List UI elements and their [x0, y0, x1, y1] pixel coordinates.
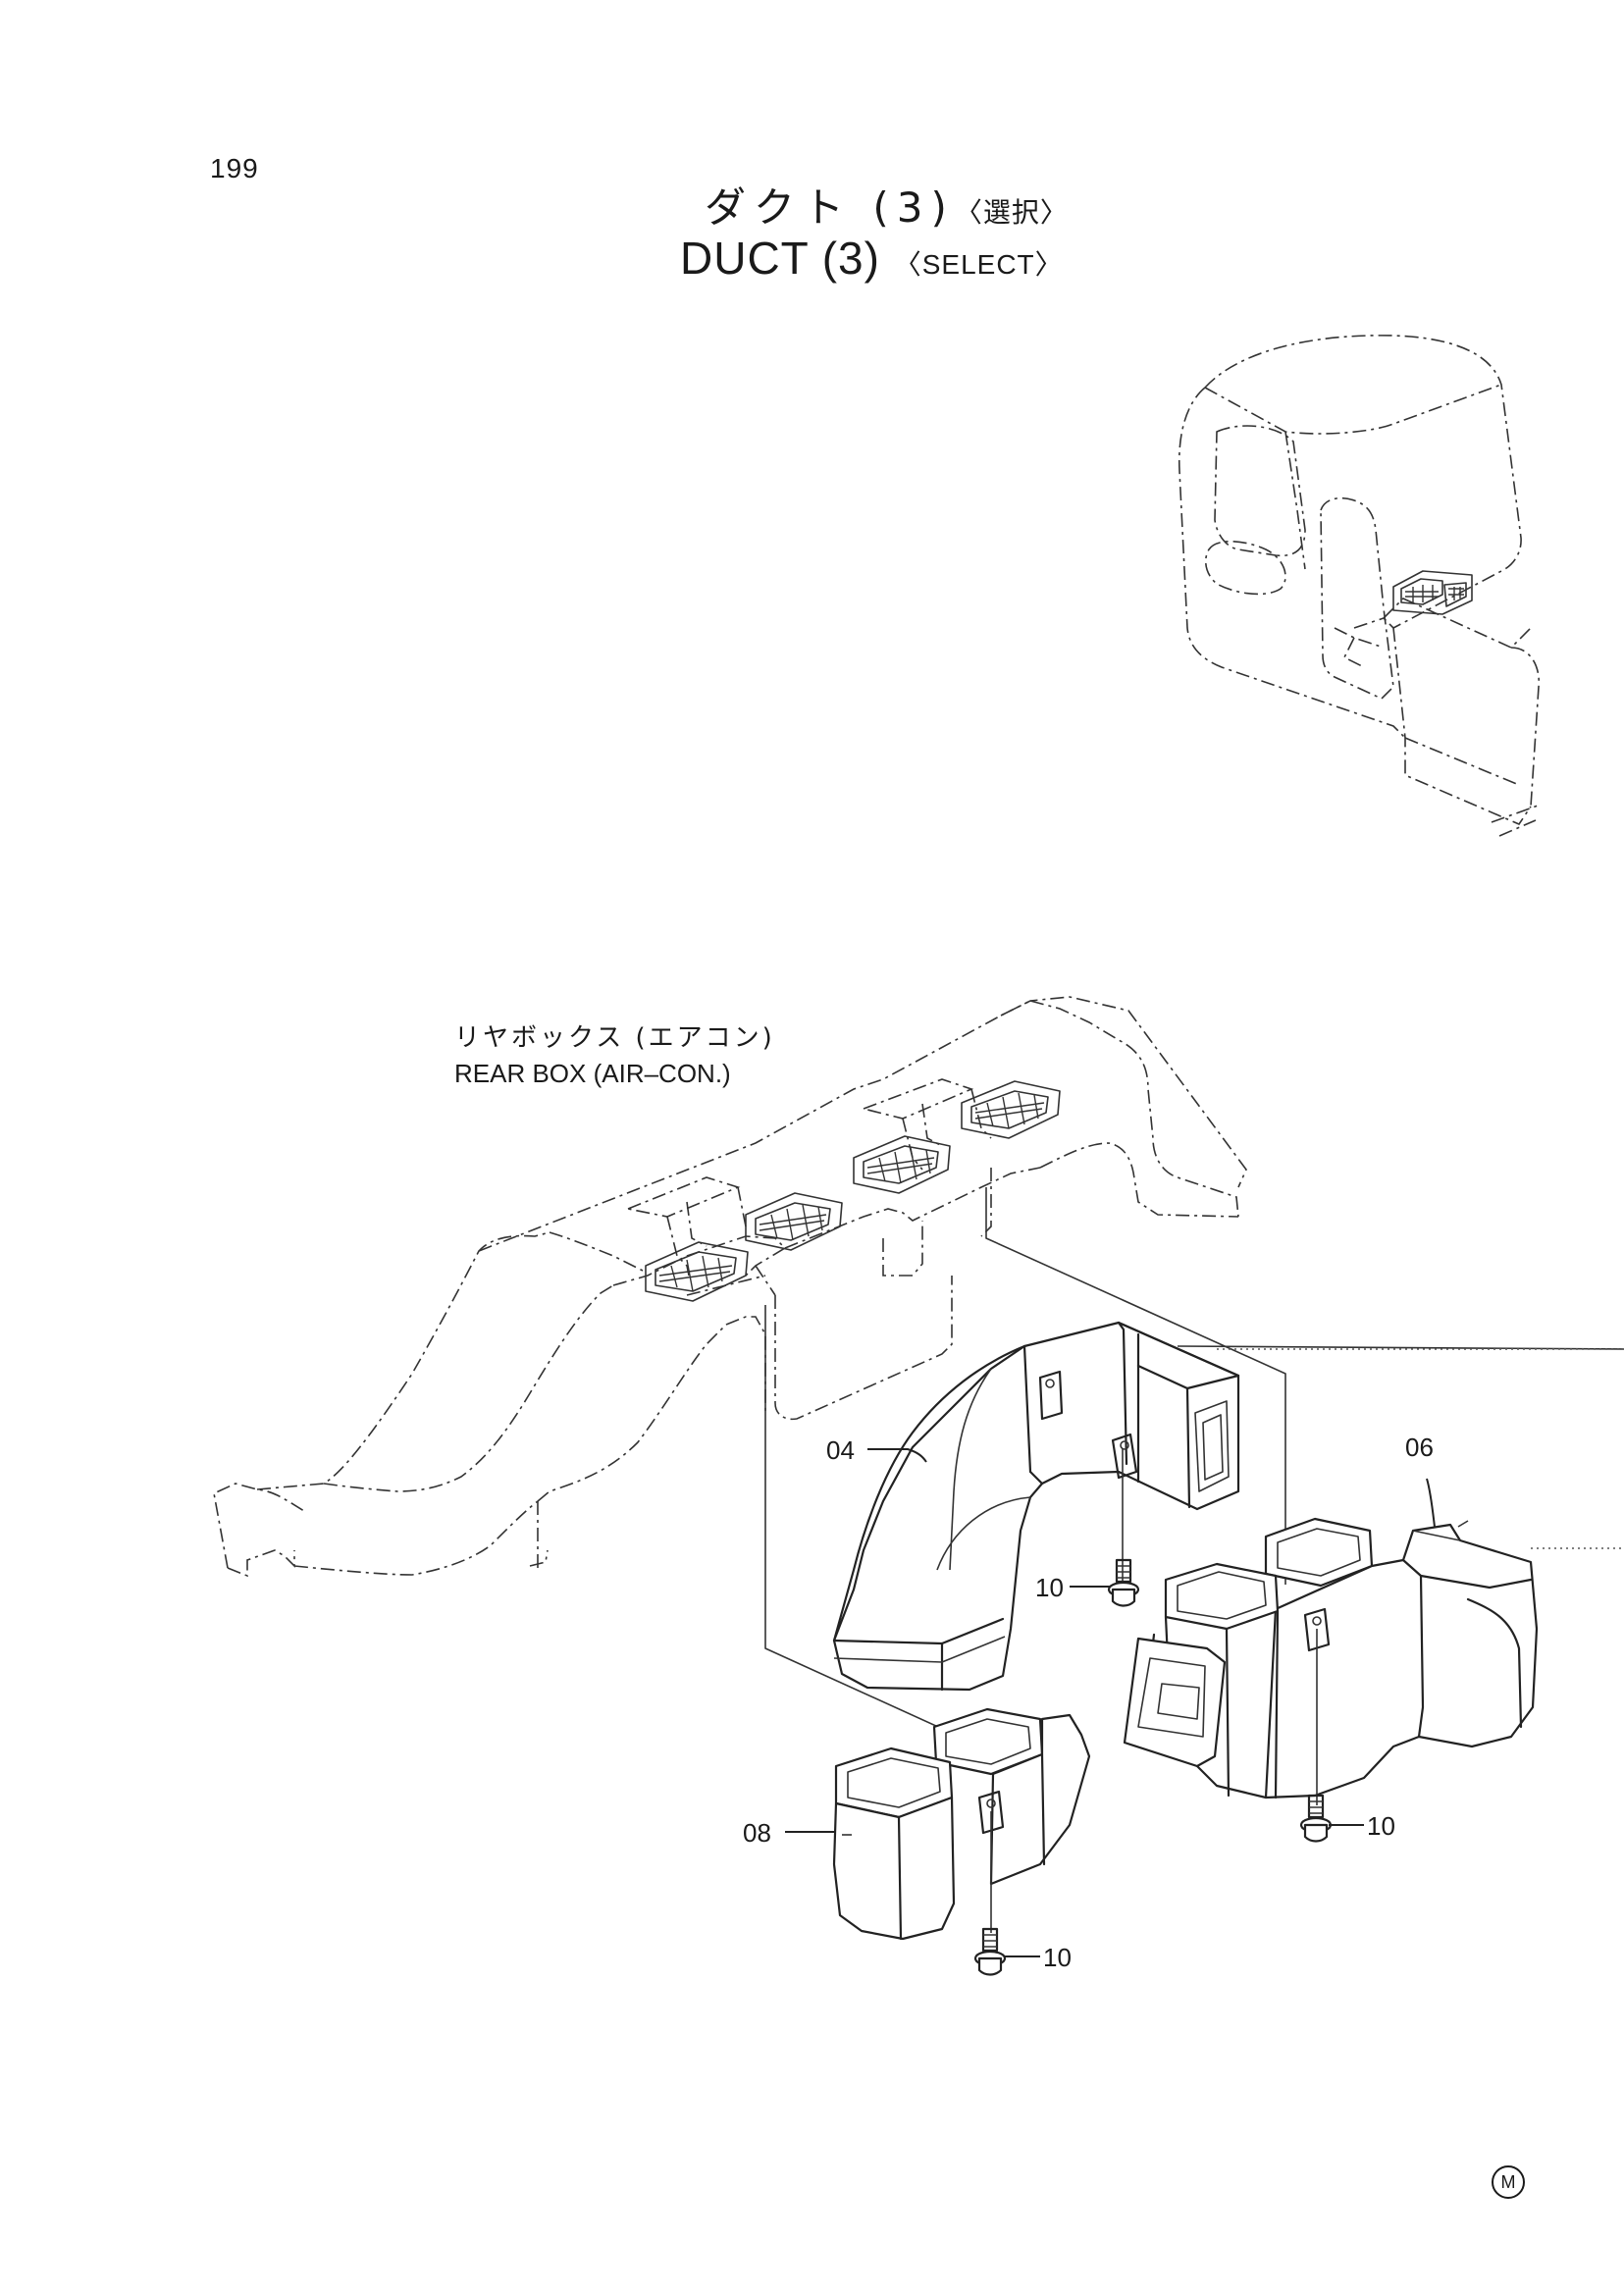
rear-box-label-en: REAR BOX (AIR–CON.) — [454, 1059, 731, 1088]
bolt-a — [1107, 1558, 1140, 1607]
callout-part-06: 06 — [1405, 1433, 1434, 1462]
title-en-sub: 〈SELECT〉 — [893, 249, 1064, 280]
title-en-main: DUCT (3) — [680, 233, 880, 284]
callout-part-08: 08 — [743, 1818, 771, 1848]
cab-overview-illustration — [1178, 335, 1542, 837]
title-japanese: ダクト (3)〈選択〉 — [705, 175, 1069, 235]
rear-box-illustration — [213, 996, 1247, 1578]
callout-part-10-a: 10 — [1035, 1573, 1064, 1602]
bolt-c — [973, 1927, 1007, 1976]
duct-06-illustration — [1123, 1517, 1539, 1805]
louvers — [645, 1080, 1061, 1302]
rear-box-label: リヤボックス (エアコン) REAR BOX (AIR–CON.) — [454, 1020, 775, 1091]
duct-04-illustration — [832, 1321, 1240, 1692]
title-jp-sub: 〈選択〉 — [954, 196, 1069, 229]
callout-part-10-b: 10 — [1367, 1811, 1395, 1841]
circled-m-mark: M — [1492, 2165, 1525, 2199]
rear-box-label-jp: リヤボックス (エアコン) — [454, 1023, 775, 1053]
bolt-b — [1299, 1794, 1333, 1843]
page-number: 199 — [210, 153, 259, 183]
leader-lines — [785, 1448, 1436, 1957]
callout-part-10-c: 10 — [1043, 1943, 1072, 1972]
assembly-lines — [764, 1187, 1624, 1747]
duct-08-illustration — [832, 1707, 1091, 1941]
title-jp-main: ダクト (3) — [705, 183, 955, 232]
title-english: DUCT (3) 〈SELECT〉 — [680, 232, 1064, 285]
callout-part-04: 04 — [826, 1435, 855, 1465]
